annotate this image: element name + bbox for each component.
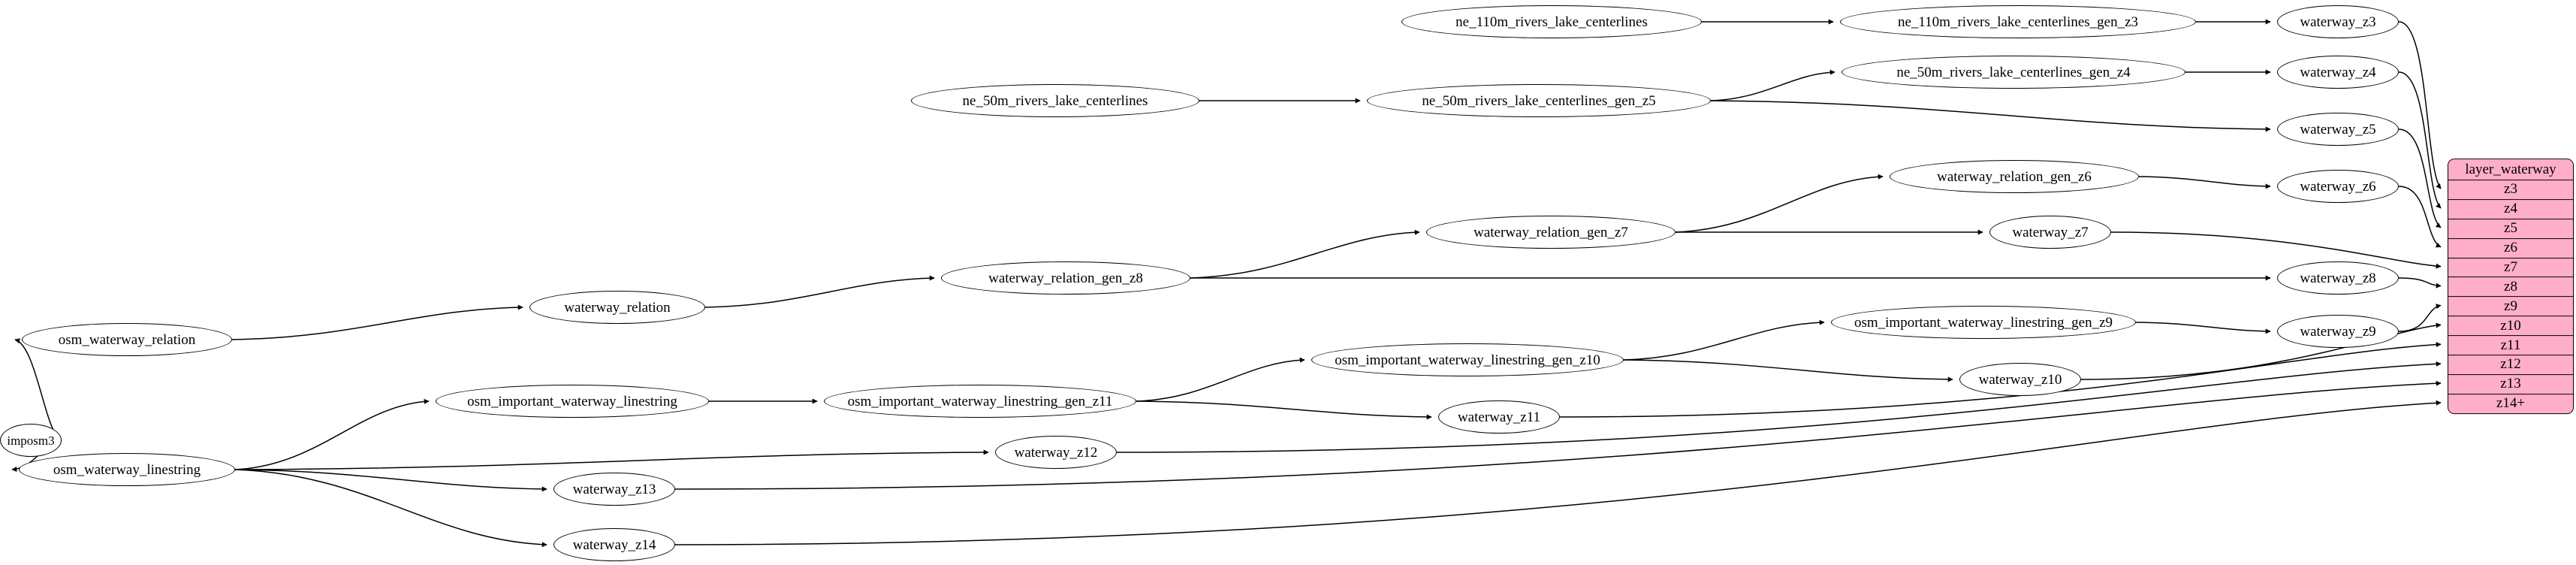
node-label: imposm3 [7, 433, 55, 448]
node-label: ne_110m_rivers_lake_centerlines_gen_z3 [1897, 14, 2139, 30]
node-label: waterway_relation_gen_z7 [1474, 224, 1628, 240]
edge-waterway_z8--to--layer_waterway_z8 [2398, 277, 2442, 289]
record-row-z3[interactable]: z3 [2448, 180, 2573, 199]
record-row-z10[interactable]: z10 [2448, 316, 2573, 336]
edge-waterway_relation_gen_z7--to--waterway_relation_gen_z6 [1675, 174, 1884, 233]
node-label: waterway_relation [564, 299, 671, 316]
node-label: osm_important_waterway_linestring_gen_z1… [847, 393, 1113, 409]
node-label: waterway_z9 [2300, 323, 2376, 340]
edge-osm_waterway_linestring--to--waterway_z14 [234, 469, 547, 548]
edge-waterway_z14--to--layer_waterway_z14_ [674, 400, 2442, 545]
edge-waterway_z3--to--layer_waterway_z3 [2398, 21, 2442, 189]
node-ne_50m_rivers_lake_centerlines_gen_z5[interactable]: ne_50m_rivers_lake_centerlines_gen_z5 [1367, 84, 1711, 117]
node-waterway_z3[interactable]: waterway_z3 [2277, 5, 2399, 38]
node-osm_waterway_relation[interactable]: osm_waterway_relation [22, 323, 232, 356]
edge-osm_important_waterway_linestring_gen_z11--to--waterway_z11 [1136, 400, 1432, 420]
node-ne_110m_rivers_lake_centerlines_gen_z3[interactable]: ne_110m_rivers_lake_centerlines_gen_z3 [1840, 5, 2196, 38]
node-label: osm_important_waterway_linestring_gen_z1… [1335, 352, 1600, 368]
edge-waterway_z9--to--layer_waterway_z9 [2398, 304, 2442, 332]
node-waterway_relation_gen_z6[interactable]: waterway_relation_gen_z6 [1890, 160, 2139, 193]
edge-osm_waterway_linestring--to--waterway_z12 [234, 449, 989, 470]
node-label: ne_50m_rivers_lake_centerlines_gen_z5 [1422, 92, 1656, 109]
node-label: osm_important_waterway_linestring [467, 393, 677, 409]
node-osm_important_waterway_linestring[interactable]: osm_important_waterway_linestring [436, 385, 709, 418]
node-label: waterway_z13 [572, 481, 656, 497]
node-label: waterway_z12 [1014, 444, 1098, 461]
node-waterway_z5[interactable]: waterway_z5 [2277, 113, 2399, 146]
record-header: layer_waterway [2448, 159, 2573, 180]
node-label: waterway_z10 [1978, 371, 2062, 388]
node-ne_50m_rivers_lake_centerlines[interactable]: ne_50m_rivers_lake_centerlines [911, 84, 1199, 117]
node-waterway_z9[interactable]: waterway_z9 [2277, 315, 2399, 348]
record-row-z8[interactable]: z8 [2448, 276, 2573, 297]
node-waterway_z12[interactable]: waterway_z12 [995, 436, 1117, 469]
node-waterway_z13[interactable]: waterway_z13 [554, 473, 675, 506]
node-waterway_relation_gen_z7[interactable]: waterway_relation_gen_z7 [1426, 216, 1676, 249]
record-row-z13[interactable]: z13 [2448, 374, 2573, 394]
node-label: ne_50m_rivers_lake_centerlines [962, 92, 1148, 109]
edge-waterway_relation--to--waterway_relation_gen_z8 [704, 275, 935, 308]
edge-osm_important_waterway_linestring_gen_z10--to--waterway_z10 [1623, 359, 1953, 382]
record-row-z12[interactable]: z12 [2448, 355, 2573, 375]
node-label: waterway_relation_gen_z6 [1937, 168, 2092, 185]
edge-osm_important_waterway_linestring_gen_z9--to--waterway_z9 [2135, 322, 2271, 334]
node-label: waterway_z7 [2012, 224, 2089, 240]
node-waterway_z7[interactable]: waterway_z7 [1989, 216, 2111, 249]
node-ne_110m_rivers_lake_centerlines[interactable]: ne_110m_rivers_lake_centerlines [1401, 5, 1702, 38]
node-waterway_relation[interactable]: waterway_relation [529, 291, 705, 324]
record-row-z14plus[interactable]: z14+ [2448, 393, 2573, 413]
node-osm_important_waterway_linestring_gen_z10[interactable]: osm_important_waterway_linestring_gen_z1… [1311, 343, 1624, 376]
node-waterway_z4[interactable]: waterway_z4 [2277, 56, 2399, 89]
edge-osm_waterway_linestring--to--waterway_z13 [234, 469, 547, 492]
edge-waterway_relation_gen_z8--to--waterway_relation_gen_z7 [1190, 229, 1420, 279]
node-osm_important_waterway_linestring_gen_z9[interactable]: osm_important_waterway_linestring_gen_z9 [1831, 306, 2136, 339]
node-label: waterway_z8 [2300, 270, 2376, 286]
node-waterway_z11[interactable]: waterway_z11 [1438, 400, 1560, 434]
edge-osm_important_waterway_linestring_gen_z10--to--osm_important_waterway_linestring_gen_z9 [1623, 319, 1825, 361]
node-label: osm_waterway_linestring [53, 461, 201, 478]
node-osm_important_waterway_linestring_gen_z11[interactable]: osm_important_waterway_linestring_gen_z1… [824, 385, 1136, 418]
node-waterway_z10[interactable]: waterway_z10 [1959, 363, 2081, 396]
node-label: waterway_z5 [2300, 121, 2376, 137]
node-label: ne_110m_rivers_lake_centerlines [1455, 14, 1648, 30]
edge-waterway_relation_gen_z6--to--waterway_z6 [2138, 176, 2271, 189]
node-imposm3[interactable]: imposm3 [0, 424, 62, 457]
node-waterway_relation_gen_z8[interactable]: waterway_relation_gen_z8 [941, 261, 1190, 295]
edge-osm_important_waterway_linestring_gen_z11--to--osm_important_waterway_linestring_gen_z10 [1136, 357, 1305, 402]
node-label: osm_important_waterway_linestring_gen_z9 [1854, 314, 2113, 331]
edge-waterway_z7--to--layer_waterway_z7 [2110, 231, 2442, 269]
node-waterway_z8[interactable]: waterway_z8 [2277, 261, 2399, 295]
edge-waterway_z4--to--layer_waterway_z4 [2398, 71, 2442, 209]
node-label: ne_50m_rivers_lake_centerlines_gen_z4 [1896, 64, 2131, 80]
node-ne_50m_rivers_lake_centerlines_gen_z4[interactable]: ne_50m_rivers_lake_centerlines_gen_z4 [1842, 56, 2185, 89]
edge-waterway_z5--to--layer_waterway_z5 [2398, 128, 2442, 228]
node-label: waterway_z4 [2300, 64, 2376, 80]
edge-waterway_z6--to--layer_waterway_z6 [2398, 186, 2442, 248]
record-row-z9[interactable]: z9 [2448, 296, 2573, 316]
node-label: waterway_z14 [572, 536, 656, 553]
node-label: waterway_relation_gen_z8 [988, 270, 1143, 286]
node-label: osm_waterway_relation [58, 331, 196, 348]
record-row-z6[interactable]: z6 [2448, 237, 2573, 258]
record-row-z4[interactable]: z4 [2448, 198, 2573, 219]
edge-waterway_z12--to--layer_waterway_z12 [1116, 361, 2442, 453]
node-label: waterway_z3 [2300, 14, 2376, 30]
node-label: waterway_z6 [2300, 178, 2376, 195]
record-row-z11[interactable]: z11 [2448, 335, 2573, 355]
edge-ne_50m_rivers_lake_centerlines_gen_z5--to--waterway_z5 [1710, 100, 2271, 132]
edge-osm_waterway_relation--to--waterway_relation [231, 304, 523, 340]
record-row-z7[interactable]: z7 [2448, 257, 2573, 277]
edge-ne_50m_rivers_lake_centerlines_gen_z5--to--ne_50m_rivers_lake_centerlines_gen_z4 [1710, 69, 1835, 101]
record-row-z5[interactable]: z5 [2448, 218, 2573, 238]
node-label: waterway_z11 [1457, 409, 1541, 425]
edge-osm_waterway_linestring--to--osm_important_waterway_linestring [234, 398, 430, 470]
node-osm_waterway_linestring[interactable]: osm_waterway_linestring [19, 453, 235, 486]
node-waterway_z14[interactable]: waterway_z14 [554, 528, 675, 561]
node-waterway_z6[interactable]: waterway_z6 [2277, 170, 2399, 203]
